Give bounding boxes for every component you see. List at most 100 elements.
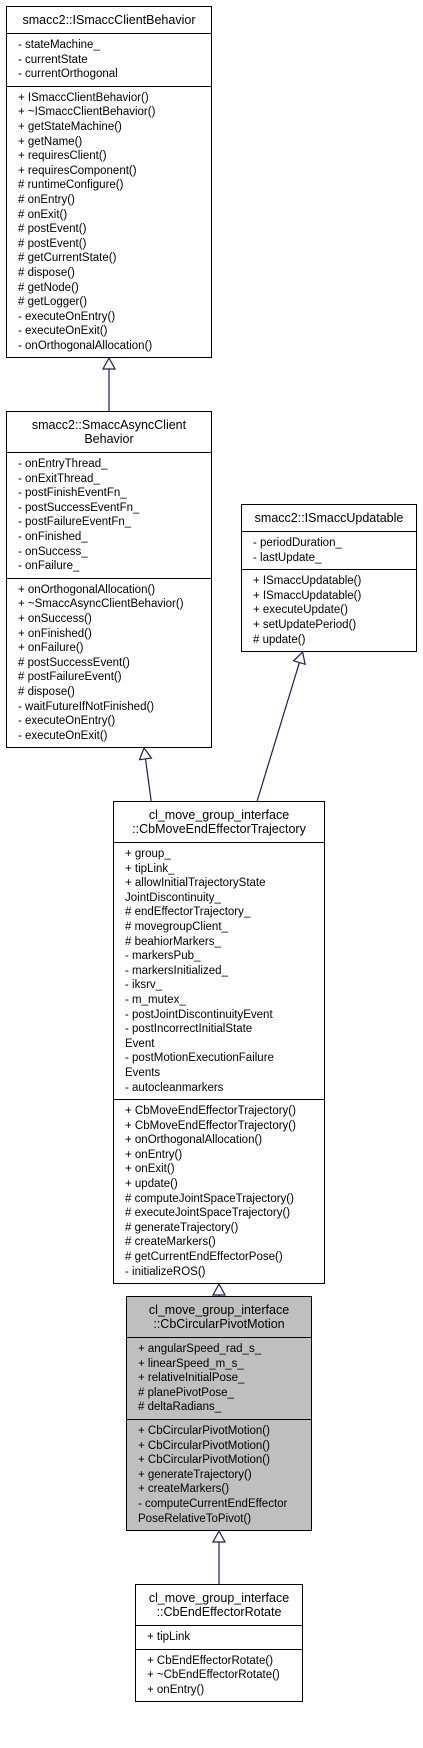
class-name-line: ::CbCircularPivotMotion bbox=[153, 1317, 285, 1331]
method-item: + generateTrajectory() bbox=[138, 1468, 252, 1481]
method-item: - executeOnExit() bbox=[18, 729, 108, 742]
attribute-item: # deltaRadians_ bbox=[138, 1401, 222, 1414]
method-item: + CbCircularPivotMotion() bbox=[138, 1454, 270, 1467]
attribute-item: - postFinishEventFn_ bbox=[18, 487, 127, 500]
attributes-section: - stateMachine_- currentState- currentOr… bbox=[7, 33, 211, 86]
inheritance-edge bbox=[256, 662, 300, 802]
method-item: + ~CbEndEffectorRotate() bbox=[147, 1669, 280, 1682]
inheritance-arrowhead bbox=[138, 746, 153, 761]
class-name-line: ::CbMoveEndEffectorTrajectory bbox=[132, 822, 306, 836]
method-item: + onOrthogonalAllocation() bbox=[125, 1134, 263, 1147]
attributes-section: + angularSpeed_rad_s_+ linearSpeed_m_s_+… bbox=[127, 1337, 311, 1419]
attribute-item: + tipLink bbox=[147, 1631, 191, 1643]
methods-section: + CbCircularPivotMotion() + CbCircularPiv… bbox=[127, 1418, 311, 1530]
method-item: + CbMoveEndEffectorTrajectory() bbox=[125, 1105, 296, 1118]
method-item: PoseRelativeToPivot() bbox=[138, 1512, 252, 1525]
method-item: - initializeROS() bbox=[125, 1265, 206, 1278]
method-item: + ISmaccClientBehavior() bbox=[18, 91, 149, 104]
attribute-item: # planePivotPose_ bbox=[138, 1386, 234, 1399]
method-item: + CbMoveEndEffectorTrajectory() bbox=[125, 1119, 296, 1132]
method-item: + update() bbox=[125, 1178, 178, 1191]
method-item: + onFinished() bbox=[18, 627, 92, 640]
attribute-item: - m_mutex_ bbox=[125, 993, 186, 1006]
attribute-item: - onFailure_ bbox=[18, 560, 80, 573]
methods-section: + onOrthogonalAllocation()+ ~SmaccAsyncC… bbox=[7, 577, 211, 748]
method-item: + setUpdatePeriod() bbox=[253, 618, 357, 631]
attribute-item: - currentState bbox=[18, 53, 88, 66]
inheritance-arrowhead bbox=[101, 356, 117, 370]
attribute-item: - postMotionExecutionFailure bbox=[125, 1052, 274, 1065]
method-item: # getCurrentEndEffectorPose() bbox=[125, 1251, 283, 1264]
class-name-line: ::CbEndEffectorRotate bbox=[156, 1605, 282, 1619]
method-item: # dispose() bbox=[18, 685, 75, 698]
inheritance-arrowhead bbox=[211, 1282, 227, 1296]
class-name-line: Behavior bbox=[84, 432, 134, 446]
method-item: + onEntry() bbox=[147, 1683, 205, 1696]
inheritance-arrowhead bbox=[211, 1529, 227, 1543]
method-item: # update() bbox=[253, 633, 306, 646]
class-name-line: smacc2::SmaccAsyncClient bbox=[31, 418, 187, 432]
class-box-cb-move-end-effector-trajectory[interactable]: cl_move_group_interface::CbMoveEndEffect… bbox=[113, 801, 325, 1285]
attribute-item: - onExitThread_ bbox=[18, 472, 100, 485]
method-item: # generateTrajectory() bbox=[125, 1221, 239, 1234]
attribute-item: Events bbox=[125, 1066, 161, 1079]
method-item: - computeCurrentEndEffector bbox=[138, 1497, 288, 1510]
method-item: - onOrthogonalAllocation() bbox=[18, 339, 153, 352]
method-item: + executeUpdate() bbox=[253, 604, 348, 617]
attribute-item: - postFailureEventFn_ bbox=[18, 516, 132, 529]
class-name: smacc2::ISmaccUpdatable bbox=[242, 505, 416, 531]
attribute-item: + group_ bbox=[125, 848, 171, 860]
class-box-ismacc-client-behavior[interactable]: smacc2::ISmaccClientBehavior- stateMachi… bbox=[6, 6, 212, 359]
inheritance-edge bbox=[144, 758, 152, 802]
method-item: + onFailure() bbox=[18, 642, 84, 655]
method-item: + getStateMachine() bbox=[18, 120, 122, 133]
class-name-line: cl_move_group_interface bbox=[148, 1303, 290, 1317]
class-box-ismacc-updatable[interactable]: smacc2::ISmaccUpdatable- periodDuration_… bbox=[241, 504, 417, 653]
method-item: # getLogger() bbox=[18, 296, 88, 309]
attribute-item: - currentOrthogonal bbox=[18, 68, 118, 81]
method-item: + requiresComponent() bbox=[18, 164, 137, 177]
attribute-item: - onEntryThread_ bbox=[18, 458, 108, 470]
attributes-section: + group_+ tipLink_+ allowInitialTrajecto… bbox=[114, 842, 324, 1099]
methods-section: + CbEndEffectorRotate() + ~CbEndEffectorR… bbox=[136, 1648, 302, 1702]
attribute-item: + angularSpeed_rad_s_ bbox=[138, 1343, 262, 1355]
method-item: # getNode() bbox=[18, 281, 79, 294]
attribute-item: + tipLink_ bbox=[125, 862, 175, 875]
inheritance-arrowhead bbox=[292, 650, 306, 666]
method-item: # getCurrentState() bbox=[18, 252, 117, 265]
attribute-item: - postSuccessEventFn_ bbox=[18, 501, 140, 514]
attribute-item: + linearSpeed_m_s_ bbox=[138, 1357, 244, 1370]
method-item: + onSuccess() bbox=[18, 612, 92, 625]
class-name: cl_move_group_interface::CbMoveEndEffect… bbox=[114, 802, 324, 842]
class-name-line: smacc2::ISmaccUpdatable bbox=[254, 511, 404, 525]
method-item: + getName() bbox=[18, 135, 83, 148]
attribute-item: JointDiscontinuity_ bbox=[125, 891, 221, 904]
class-name-line: cl_move_group_interface bbox=[148, 808, 290, 822]
class-name: cl_move_group_interface::CbCircularPivot… bbox=[127, 1297, 311, 1337]
method-item: + ISmaccUpdatable() bbox=[253, 575, 362, 588]
attribute-item: - lastUpdate_ bbox=[253, 551, 322, 564]
method-item: - executeOnExit() bbox=[18, 325, 108, 338]
method-item: + CbEndEffectorRotate() bbox=[147, 1654, 274, 1667]
method-item: + CbCircularPivotMotion() bbox=[138, 1439, 270, 1452]
class-box-cb-end-effector-rotate[interactable]: cl_move_group_interface::CbEndEffectorRo… bbox=[135, 1584, 303, 1703]
attributes-section: + tipLink bbox=[136, 1625, 302, 1649]
method-item: # runtimeConfigure() bbox=[18, 179, 124, 192]
attributes-section: - periodDuration_- lastUpdate_ bbox=[242, 531, 416, 569]
attribute-item: # beahiorMarkers_ bbox=[125, 935, 221, 948]
method-item: + createMarkers() bbox=[138, 1483, 230, 1496]
attributes-section: - onEntryThread_ - onExitThread_ - postFin… bbox=[7, 452, 211, 578]
methods-section: + CbMoveEndEffectorTrajectory()+ CbMoveE… bbox=[114, 1099, 324, 1283]
attribute-item: - autocleanmarkers bbox=[125, 1081, 224, 1094]
methods-section: + ISmaccUpdatable()+ ISmaccUpdatable()+ … bbox=[242, 569, 416, 651]
method-item: # computeJointSpaceTrajectory() bbox=[125, 1192, 294, 1205]
class-name: smacc2::ISmaccClientBehavior bbox=[7, 7, 211, 33]
class-box-cb-circular-pivot-motion[interactable]: cl_move_group_interface::CbCircularPivot… bbox=[126, 1296, 312, 1532]
method-item: # postEvent() bbox=[18, 223, 87, 236]
attribute-item: - onFinished_ bbox=[18, 530, 88, 543]
attribute-item: # endEffectorTrajectory_ bbox=[125, 906, 251, 919]
attribute-item: - markersInitialized_ bbox=[125, 964, 228, 977]
method-item: # dispose() bbox=[18, 266, 75, 279]
